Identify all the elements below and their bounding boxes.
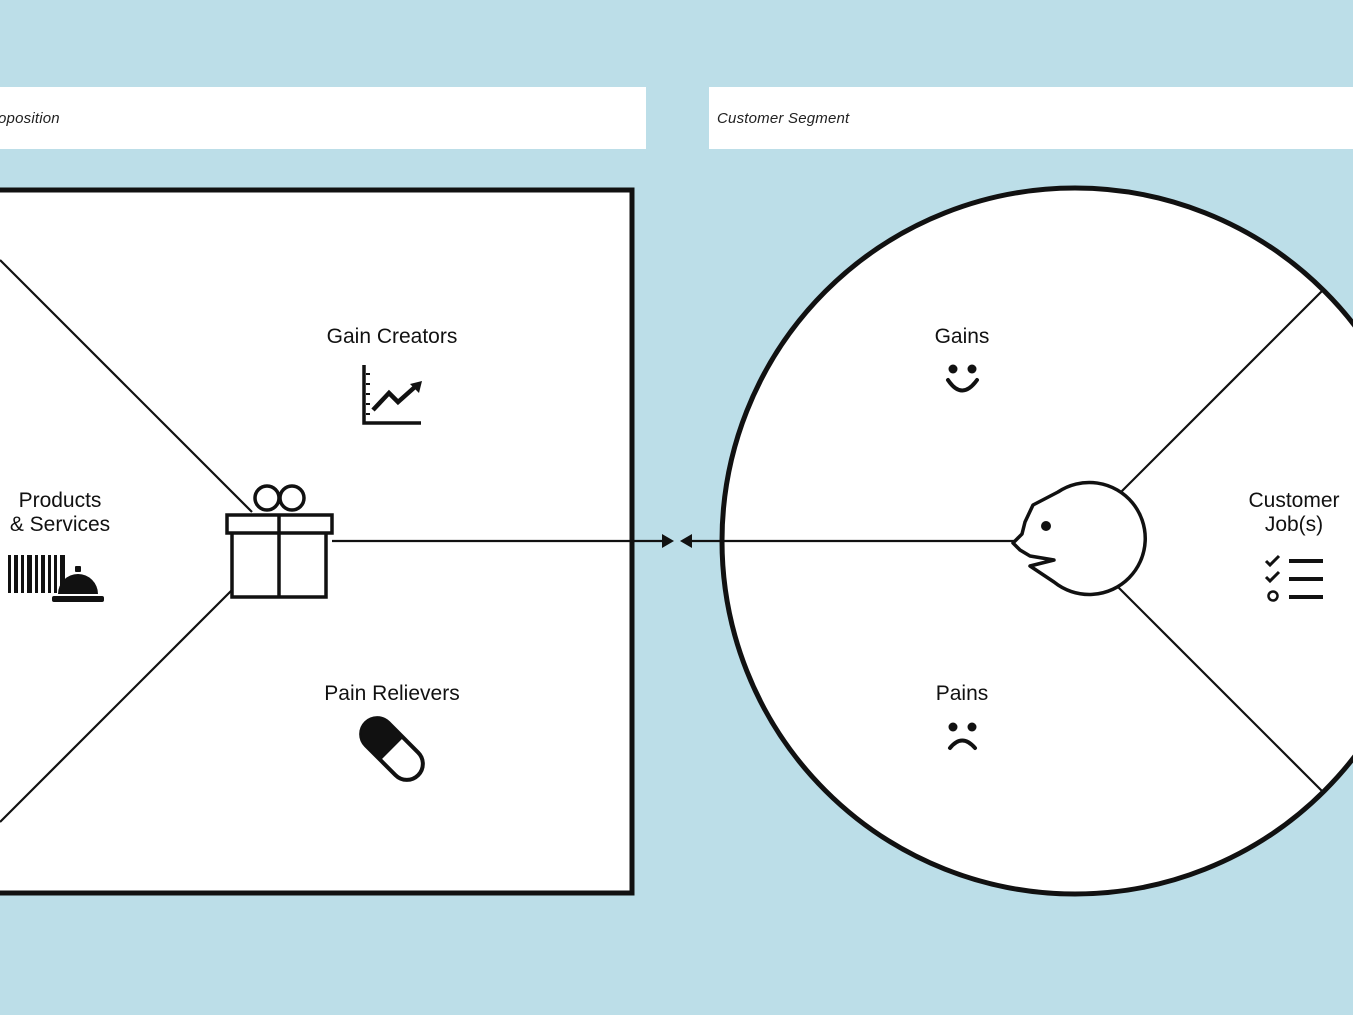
gains-label: Gains	[935, 325, 990, 348]
customer-jobs-label-line2: Job(s)	[1265, 513, 1323, 536]
value-map: Gain Creators Pain Relievers Products & …	[0, 187, 674, 896]
products-label-line2: & Services	[10, 513, 110, 536]
arrow-head-left	[680, 534, 692, 548]
arrow-head-right	[662, 534, 674, 548]
smiley-icon	[946, 364, 979, 393]
customer-segment-header: Customer Segment	[709, 87, 1353, 149]
products-label-line1: Products	[19, 489, 102, 512]
customer-jobs-label-line1: Customer	[1248, 489, 1339, 512]
customer-segment-title: Customer Segment	[717, 109, 850, 127]
pain-relievers-label: Pain Relievers	[324, 682, 459, 705]
value-proposition-header: oposition	[0, 87, 646, 149]
chart-trend-up-icon	[362, 365, 422, 425]
pains-label: Pains	[936, 682, 989, 705]
customer-profile: Gains Pains Customer Job(s)	[680, 185, 1353, 897]
gift-icon	[225, 484, 334, 599]
checklist-icon	[1264, 554, 1323, 602]
divider-lower-right	[1115, 584, 1323, 792]
gain-creators-label: Gain Creators	[327, 325, 458, 348]
divider-lower	[0, 589, 233, 823]
value-proposition-title: oposition	[0, 109, 60, 127]
divider-upper	[0, 259, 253, 513]
barcode-service-bell-icon	[8, 555, 104, 602]
frown-icon	[948, 722, 977, 750]
face-icon	[1011, 480, 1147, 597]
pill-icon	[359, 716, 425, 782]
divider-upper-right	[1115, 290, 1323, 498]
